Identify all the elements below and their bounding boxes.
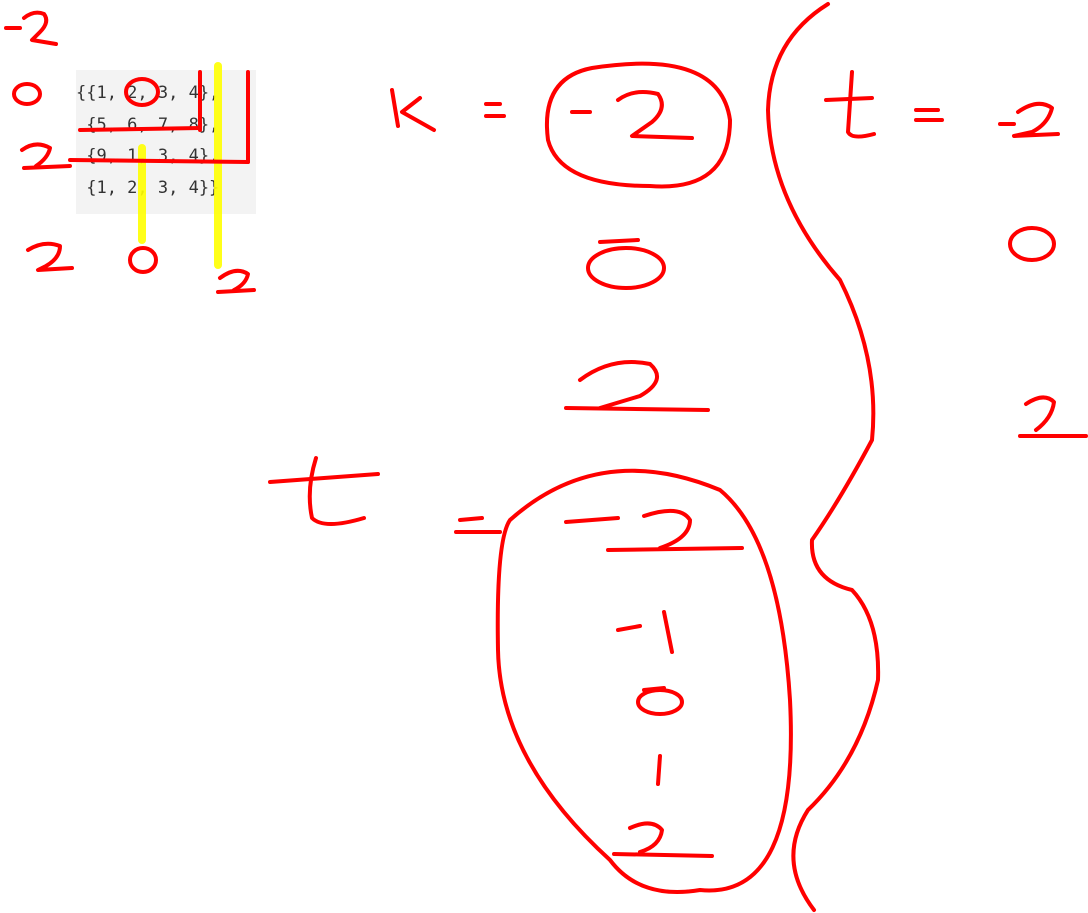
divider-curve	[766, 2, 881, 912]
code-snippet: {{1, 2, 3, 4}, {5, 6, 7, 8}, {9, 1, 3, 4…	[76, 70, 256, 214]
matrix-code: {{1, 2, 3, 4}, {5, 6, 7, 8}, {9, 1, 3, 4…	[76, 78, 219, 204]
t-right-glyph	[824, 70, 876, 139]
k-glyph	[390, 88, 436, 132]
col-label-0	[128, 246, 158, 274]
t-right-equals	[914, 108, 944, 122]
k-value-2	[564, 360, 710, 412]
k-value-minus-2	[570, 90, 694, 140]
row-label-2	[20, 142, 72, 170]
t-bottom-glyph	[268, 456, 380, 526]
t-right-value-2	[1018, 395, 1088, 438]
code-line: {5, 6, 7, 8},	[76, 114, 220, 135]
t-bottom-equals	[454, 516, 502, 534]
col-label-2	[216, 268, 256, 294]
t-bottom-value-minus-2	[564, 508, 744, 552]
t-bottom-value-2	[612, 821, 714, 858]
row-label-minus-2	[4, 10, 58, 46]
code-line: {1, 2, 3, 4}}	[76, 177, 220, 198]
t-bottom-value-1	[656, 754, 662, 786]
col-label-minus-2	[26, 241, 74, 272]
code-line: {9, 1, 3, 4},	[76, 146, 220, 166]
row-label-0	[12, 82, 42, 106]
t-bottom-value-0	[636, 686, 684, 716]
t-bottom-circle	[495, 468, 793, 894]
k-equals	[484, 102, 506, 118]
t-bottom-value-minus-1	[616, 610, 674, 654]
k-value-0	[586, 238, 666, 290]
code-line: {{1, 2, 3, 4},	[76, 83, 220, 103]
k-value-circle	[545, 61, 732, 189]
t-right-value-0	[1008, 226, 1056, 262]
t-right-value-minus-2	[998, 101, 1060, 138]
